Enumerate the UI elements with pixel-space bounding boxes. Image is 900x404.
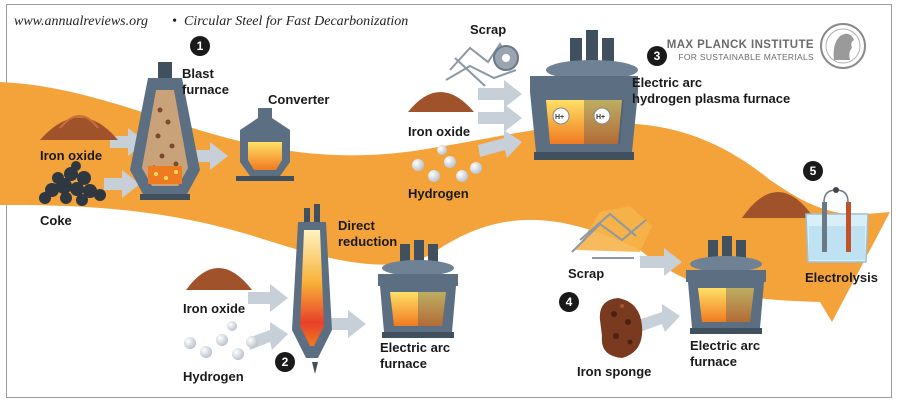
label-direct-reduction-line1: Direct bbox=[338, 218, 376, 233]
arrow-coke-to-blast bbox=[104, 170, 140, 198]
arrow-hydrogen-to-dr bbox=[248, 322, 288, 350]
label-plasma-furnace-line2: hydrogen plasma furnace bbox=[632, 91, 790, 106]
label-hydrogen-2: Hydrogen bbox=[183, 369, 244, 384]
header-title: Circular Steel for Fast Decarbonization bbox=[184, 14, 408, 29]
hydrogen-spheres-2 bbox=[184, 321, 258, 360]
direct-reduction-shaft bbox=[292, 204, 332, 374]
arrow-scrap-to-eah bbox=[478, 80, 522, 108]
label-iron-oxide-3: Iron oxide bbox=[408, 124, 470, 139]
badge-4-text: 4 bbox=[566, 295, 573, 309]
badge-1-text: 1 bbox=[197, 39, 204, 53]
h-plus-label-left: H+ bbox=[555, 114, 564, 121]
iron-sponge bbox=[599, 298, 643, 358]
iron-oxide-pile-2 bbox=[186, 268, 252, 290]
badge-3-text: 3 bbox=[654, 49, 661, 63]
arrow-ironoxide-to-eah bbox=[478, 104, 522, 132]
header-separator: • bbox=[172, 14, 177, 29]
iron-oxide-pile-1 bbox=[40, 115, 118, 140]
scrap-pile-3 bbox=[445, 42, 519, 87]
label-scrap-route-3: Scrap bbox=[470, 22, 506, 37]
iron-oxide-pile-3 bbox=[408, 92, 474, 112]
label-coke: Coke bbox=[40, 213, 72, 228]
label-eaf-route-4-line2: furnace bbox=[690, 354, 737, 369]
label-iron-oxide-1: Iron oxide bbox=[40, 148, 102, 163]
coke-pile bbox=[39, 161, 106, 206]
arrow-blast-to-converter bbox=[188, 142, 228, 170]
label-hydrogen-3: Hydrogen bbox=[408, 186, 469, 201]
badge-1: 1 bbox=[190, 36, 210, 56]
label-eaf-route-4-line1: Electric arc bbox=[690, 338, 760, 353]
label-iron-sponge: Iron sponge bbox=[577, 364, 651, 379]
blast-furnace bbox=[130, 62, 200, 200]
label-blast-furnace-line1: Blast bbox=[182, 66, 214, 81]
label-plasma-furnace-line1: Electric arc bbox=[632, 75, 702, 90]
badge-5-text: 5 bbox=[810, 164, 817, 178]
badge-5: 5 bbox=[803, 161, 823, 181]
flow-arrows bbox=[104, 80, 682, 350]
institute-name: MAX PLANCK INSTITUTE bbox=[667, 39, 814, 51]
arrow-sponge-to-eaf bbox=[638, 304, 680, 332]
badge-2: 2 bbox=[275, 352, 295, 372]
plasma-furnace: H+ H+ bbox=[530, 30, 638, 160]
eaf-route-4 bbox=[686, 236, 766, 334]
hydrogen-spheres-3 bbox=[412, 145, 482, 182]
header-source: www.annualreviews.org bbox=[14, 14, 148, 29]
badge-3: 3 bbox=[647, 46, 667, 66]
h-plus-label-right: H+ bbox=[596, 114, 605, 121]
minerva-logo-icon bbox=[820, 23, 866, 69]
arrow-dr-to-eaf bbox=[326, 310, 366, 338]
label-converter: Converter bbox=[268, 92, 329, 107]
arrow-scrap-to-eaf bbox=[640, 248, 682, 276]
label-direct-reduction-line2: reduction bbox=[338, 234, 397, 249]
label-blast-furnace-line2: furnace bbox=[182, 82, 229, 97]
arrow-hydrogen-to-eah bbox=[478, 130, 522, 158]
iron-oxide-pile-5 bbox=[742, 192, 814, 218]
label-eaf-route-2-line1: Electric arc bbox=[380, 340, 450, 355]
eaf-route-2 bbox=[378, 240, 458, 338]
scrap-pile-4 bbox=[571, 206, 652, 259]
badge-2-text: 2 bbox=[282, 355, 289, 369]
label-iron-oxide-2: Iron oxide bbox=[183, 301, 245, 316]
arrow-ironoxide-to-dr bbox=[248, 284, 288, 312]
electrolysis-cell bbox=[805, 187, 869, 263]
institute-subtitle: FOR SUSTAINABLE MATERIALS bbox=[678, 52, 814, 62]
label-eaf-route-2-line2: furnace bbox=[380, 356, 427, 371]
converter bbox=[236, 108, 294, 181]
label-electrolysis: Electrolysis bbox=[805, 270, 878, 285]
label-scrap-route-4: Scrap bbox=[568, 266, 604, 281]
badge-4: 4 bbox=[559, 292, 579, 312]
